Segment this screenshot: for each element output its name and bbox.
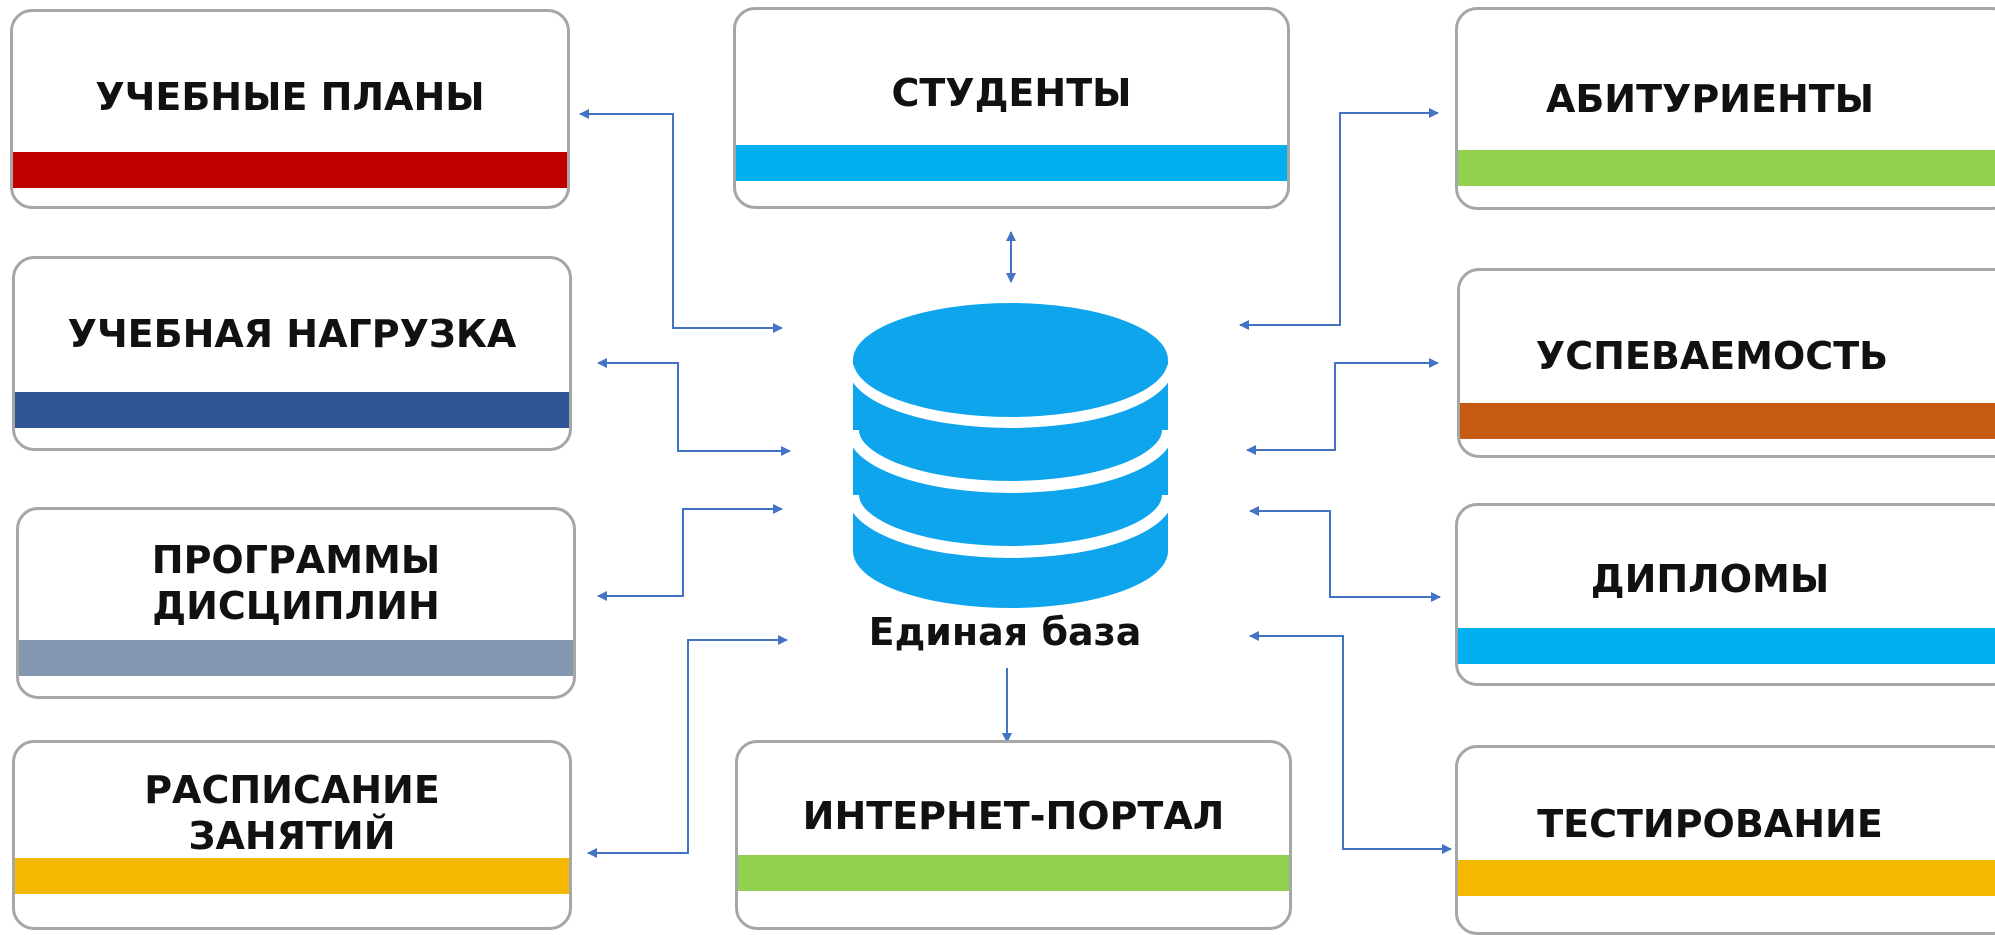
arrow-testirovanie <box>1249 631 1452 854</box>
node-color-bar <box>19 640 573 676</box>
node-label: ДИПЛОМЫ <box>1590 557 1830 601</box>
node-abiturienty: АБИТУРИЕНТЫ <box>1455 7 1995 210</box>
node-color-bar <box>738 855 1289 891</box>
arrow-diplomy <box>1249 506 1441 602</box>
arrow-uchebnaya-nagruzka <box>597 358 791 456</box>
connector-arrows <box>579 108 1452 858</box>
node-label: ПРОГРАММЫ ДИСЦИПЛИН <box>151 538 441 628</box>
arrow-raspisanie-zanyatiy <box>587 635 788 858</box>
node-color-bar <box>1458 628 1995 664</box>
node-internet-portal: ИНТЕРНЕТ-ПОРТАЛ <box>735 740 1292 930</box>
node-label: РАСПИСАНИЕ ЗАНЯТИЙ <box>144 768 440 858</box>
node-label: ИНТЕРНЕТ-ПОРТАЛ <box>802 794 1225 838</box>
node-color-bar <box>736 145 1287 181</box>
arrow-programmy-distsiplin <box>597 504 783 601</box>
arrow-abiturienty <box>1239 108 1439 330</box>
node-color-bar <box>15 392 569 428</box>
database-caption: Единая база <box>868 610 1142 654</box>
arrow-uchebnye-plany <box>579 109 783 333</box>
node-uchebnye-plany: УЧЕБНЫЕ ПЛАНЫ <box>10 9 570 209</box>
node-testirovanie: ТЕСТИРОВАНИЕ <box>1455 745 1995 935</box>
node-label: ТЕСТИРОВАНИЕ <box>1537 802 1883 846</box>
node-label: УЧЕБНЫЕ ПЛАНЫ <box>95 75 485 119</box>
node-label: УЧЕБНАЯ НАГРУЗКА <box>67 312 517 356</box>
node-color-bar <box>13 152 567 188</box>
node-raspisanie-zanyatiy: РАСПИСАНИЕ ЗАНЯТИЙ <box>12 740 572 930</box>
node-studenty: СТУДЕНТЫ <box>733 7 1290 209</box>
node-color-bar <box>1458 860 1995 896</box>
node-color-bar <box>1460 403 1995 439</box>
node-color-bar <box>15 858 569 894</box>
node-programmy-distsiplin: ПРОГРАММЫ ДИСЦИПЛИН <box>16 507 576 699</box>
node-label: УСПЕВАЕМОСТЬ <box>1535 334 1889 378</box>
node-label: СТУДЕНТЫ <box>891 71 1132 115</box>
node-diplomy: ДИПЛОМЫ <box>1455 503 1995 686</box>
node-color-bar <box>1458 150 1995 186</box>
node-uchebnaya-nagruzka: УЧЕБНАЯ НАГРУЗКА <box>12 256 572 451</box>
node-label: АБИТУРИЕНТЫ <box>1545 77 1875 121</box>
database-icon <box>847 303 1174 608</box>
node-uspevaemost: УСПЕВАЕМОСТЬ <box>1457 268 1995 458</box>
arrow-uspevaemost <box>1246 358 1439 455</box>
